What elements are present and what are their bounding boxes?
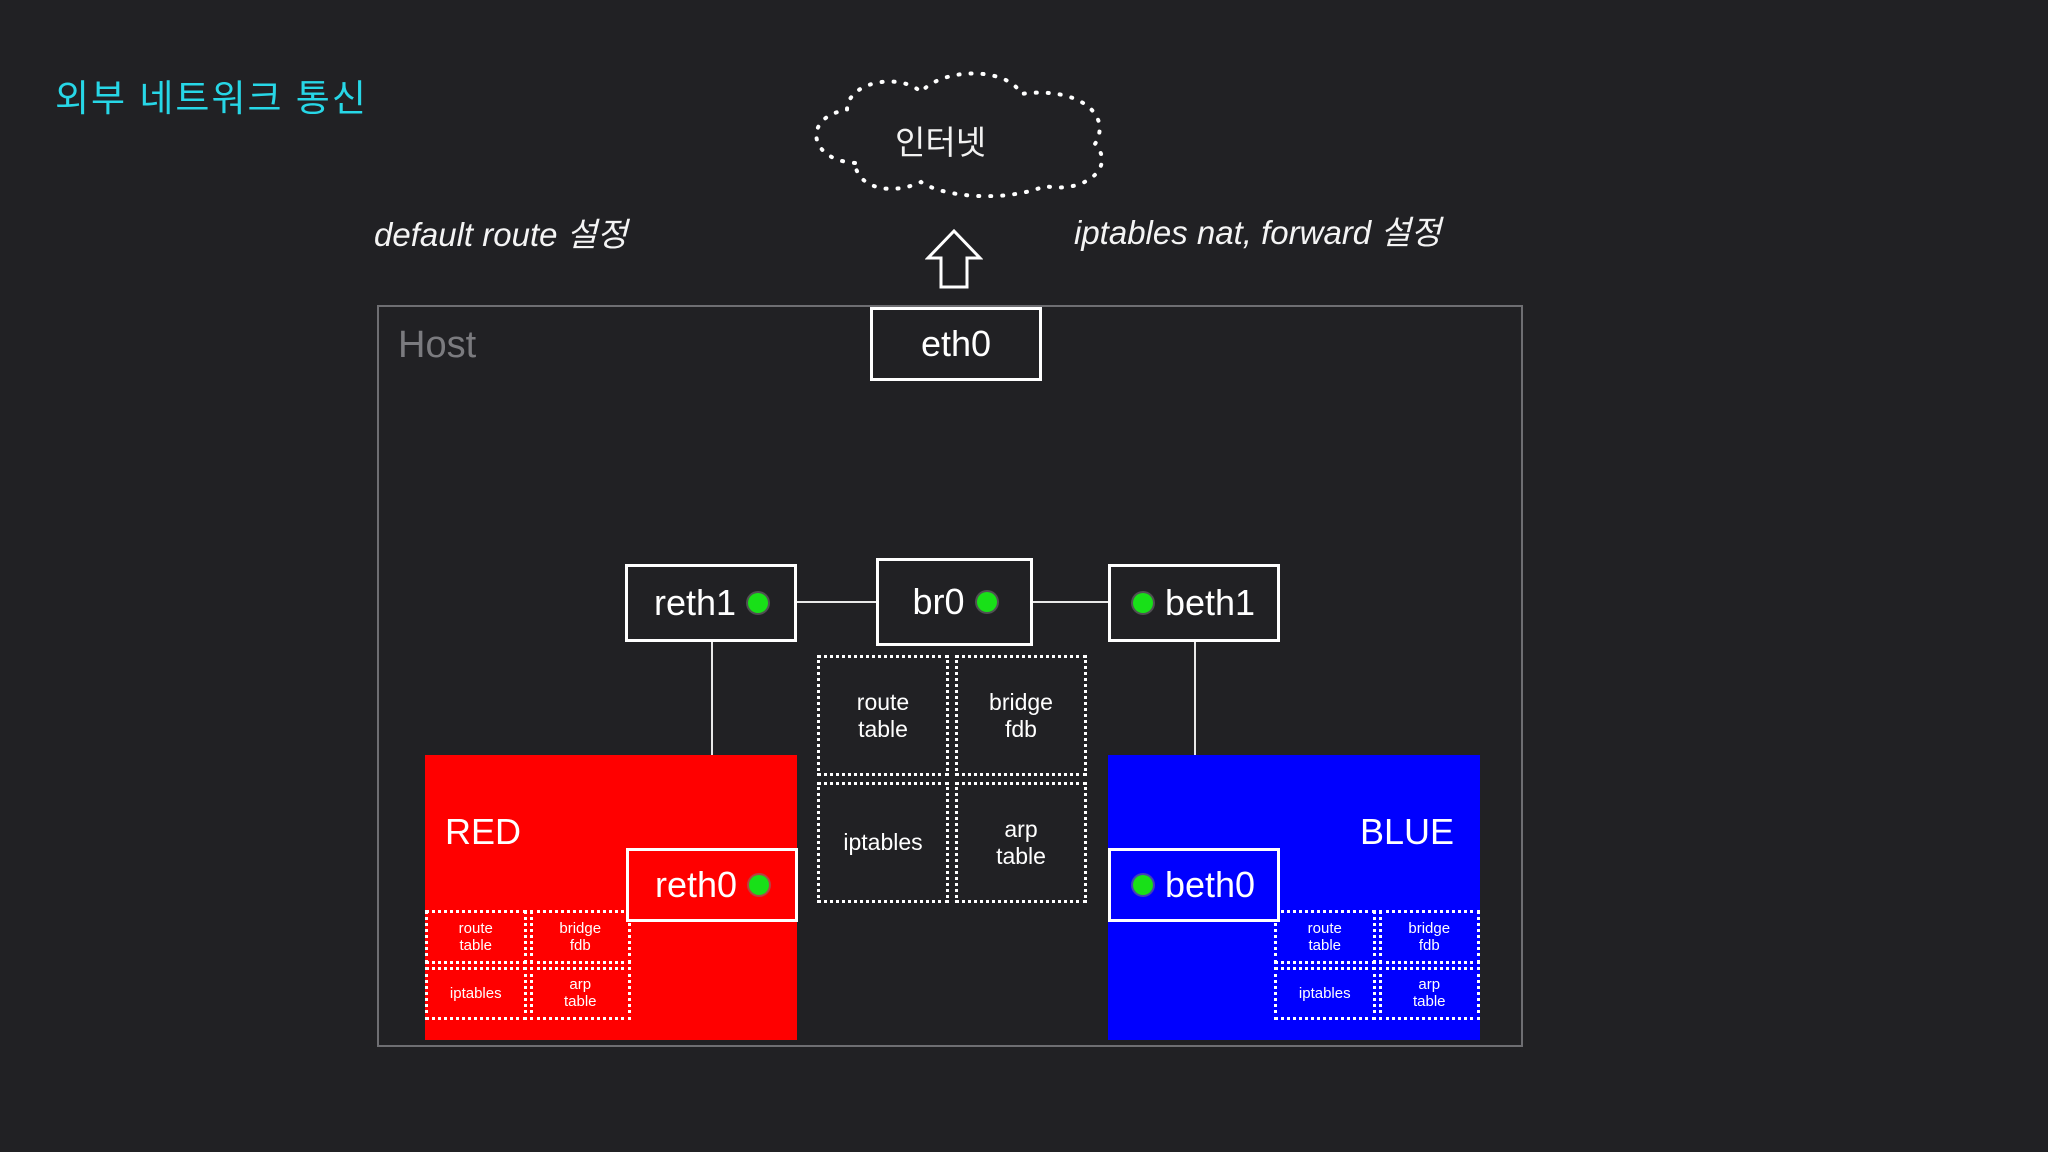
table-cell-line2: table (563, 993, 597, 1011)
device-br0-label: br0 (912, 581, 965, 622)
note-default-route: default route 설정 (374, 216, 628, 253)
status-dot-icon (749, 875, 770, 895)
namespace-blue-label: BLUE (1359, 811, 1454, 852)
link-reth1-br0 (797, 601, 876, 603)
table-cell-iptables: iptables (425, 966, 527, 1020)
cloud-label: 인터넷 (895, 124, 987, 161)
table-cell-line1: route (856, 689, 910, 716)
table-cell-bridge-fdb: bridge fdb (1378, 910, 1480, 964)
device-br0[interactable]: br0 (876, 558, 1033, 646)
table-cell-arp: arp table (529, 966, 631, 1020)
table-cell-route: route table (425, 910, 527, 964)
device-beth0[interactable]: beth0 (1108, 848, 1280, 922)
namespace-red-tables: route table bridge fdb iptables arp tabl… (425, 910, 631, 1020)
table-cell-bridge-fdb: bridge fdb (955, 655, 1087, 776)
table-cell-line1: route (1307, 919, 1342, 937)
device-eth0[interactable]: eth0 (870, 307, 1042, 381)
device-eth0-label: eth0 (920, 323, 992, 364)
device-reth0-label: reth0 (654, 864, 738, 905)
table-cell-line1: iptables (843, 829, 923, 856)
table-cell-iptables: iptables (817, 782, 949, 903)
table-cell-arp: arp table (955, 782, 1087, 903)
status-dot-icon (1132, 593, 1153, 613)
device-reth0[interactable]: reth0 (626, 848, 798, 922)
table-cell-line2: table (459, 936, 493, 954)
device-beth1-label: beth1 (1164, 582, 1256, 623)
note-iptables-nat-forward: iptables nat, forward 설정 (1074, 214, 1442, 251)
table-cell-line1: bridge (989, 689, 1053, 716)
table-cell-arp: arp table (1378, 966, 1480, 1020)
table-cell-line1: iptables (449, 984, 502, 1002)
table-cell-line2: fdb (569, 936, 591, 954)
page-title: 외부 네트워크 통신 (55, 78, 368, 119)
table-cell-line2: table (858, 715, 908, 742)
namespace-blue-tables: route table bridge fdb iptables arp tabl… (1274, 910, 1480, 1020)
device-reth1[interactable]: reth1 (625, 564, 797, 642)
table-cell-bridge-fdb: bridge fdb (529, 910, 631, 964)
table-cell-line2: fdb (1418, 936, 1440, 954)
link-br0-beth1 (1033, 601, 1108, 603)
table-cell-line1: arp (1004, 816, 1038, 843)
table-cell-line2: table (996, 842, 1046, 869)
table-cell-iptables: iptables (1274, 966, 1376, 1020)
status-dot-icon (748, 593, 769, 613)
device-beth0-label: beth0 (1164, 864, 1256, 905)
table-cell-route: route table (817, 655, 949, 776)
namespace-red-label: RED (445, 811, 522, 852)
table-cell-line2: fdb (1005, 715, 1037, 742)
table-cell-line2: table (1308, 936, 1342, 954)
host-label: Host (398, 324, 477, 366)
table-cell-line1: arp (1418, 976, 1441, 993)
device-beth1[interactable]: beth1 (1108, 564, 1280, 642)
host-tables: route table bridge fdb iptables arp tabl… (817, 655, 1087, 903)
cloud-dotted-icon (814, 71, 1104, 198)
table-cell-line1: iptables (1298, 984, 1351, 1002)
table-cell-line1: arp (569, 976, 592, 993)
link-reth1-reth0 (711, 642, 713, 848)
status-dot-icon (976, 592, 997, 612)
table-cell-line1: route (458, 919, 493, 937)
status-dot-icon (1132, 875, 1153, 895)
table-cell-line1: bridge (559, 919, 602, 937)
arrow-up-icon (924, 228, 984, 295)
table-cell-line1: bridge (1408, 919, 1451, 937)
internet-cloud (795, 68, 1125, 198)
device-reth1-label: reth1 (653, 582, 737, 623)
table-cell-route: route table (1274, 910, 1376, 964)
link-beth1-beth0 (1194, 642, 1196, 848)
table-cell-line2: table (1412, 993, 1446, 1011)
